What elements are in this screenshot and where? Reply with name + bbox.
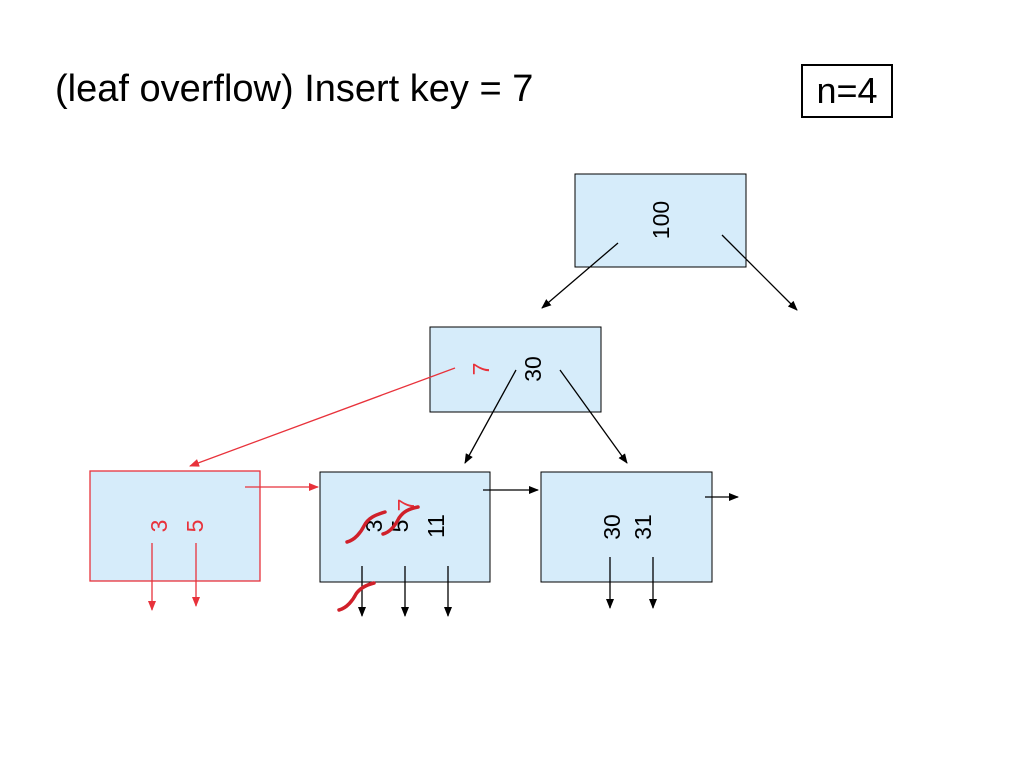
new-leaf-key-3: 3 [146,520,172,533]
right-leaf-key-31: 31 [630,514,656,540]
internal-node [429,326,602,413]
internal-new-key: 7 [468,363,494,376]
right-leaf-node [540,471,713,583]
internal-pointer-middle-leaf [464,369,517,464]
internal-pointer-new-leaf [189,367,456,467]
strike-mark-key-3 [345,510,387,544]
root-left-pointer [541,242,619,309]
new-leaf-key-5: 5 [182,520,208,533]
order-label-box: n=4 [801,64,893,118]
root-key: 100 [648,201,674,239]
internal-key: 30 [520,356,546,382]
strike-mark-pointer [337,581,376,612]
root-right-pointer [721,234,798,311]
slide-title: (leaf overflow) Insert key = 7 [55,68,534,110]
internal-pointer-right-leaf [559,369,628,464]
right-leaf-key-30: 30 [599,514,625,540]
root-node [574,173,747,268]
new-leaf-node [89,470,261,582]
strike-mark-key-5 [381,505,420,536]
middle-leaf-key-11: 11 [423,514,449,538]
